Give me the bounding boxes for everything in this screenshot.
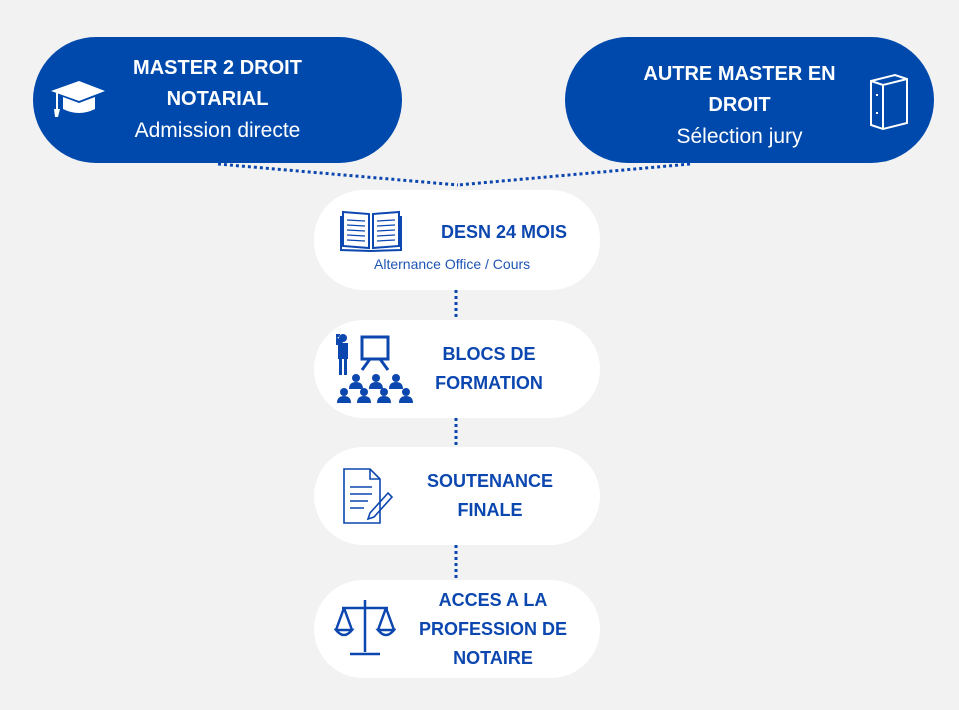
step-title: DESN 24 MOIS (440, 222, 568, 242)
graduation-cap-icon (51, 81, 105, 117)
open-book-icon (340, 210, 402, 252)
presentation-class-icon (336, 334, 413, 403)
entry-title: DROIT (708, 94, 771, 116)
step-title: SOUTENANCE (426, 471, 553, 491)
entry-subtitle: Sélection jury (676, 125, 803, 148)
entry-title: AUTRE MASTER EN (643, 63, 836, 85)
document-sign-icon (343, 468, 394, 524)
connector-right (457, 162, 691, 187)
step-desn: DESN 24 MOIS Alternance Office / Cours (314, 190, 600, 290)
step-title: FORMATION (435, 373, 543, 393)
step-soutenance: SOUTENANCE FINALE (314, 447, 600, 545)
step-acces-profession: ACCES A LA PROFESSION DE NOTAIRE (314, 580, 600, 678)
step-title: FINALE (457, 500, 523, 520)
step-title: NOTAIRE (453, 648, 533, 668)
entry-master2-notarial: MASTER 2 DROIT NOTARIAL Admission direct… (33, 37, 402, 163)
entry-subtitle: Admission directe (134, 119, 301, 142)
entry-title: MASTER 2 DROIT (133, 57, 302, 79)
step-blocs-formation: BLOCS DE FORMATION (314, 320, 600, 418)
step-title: ACCES A LA (438, 590, 548, 610)
book-icon (870, 73, 908, 131)
entry-title: NOTARIAL (166, 88, 269, 110)
step-subtitle: Alternance Office / Cours (374, 256, 531, 272)
step-title: BLOCS DE (442, 344, 536, 364)
connector-left (217, 162, 459, 187)
entry-autre-master: AUTRE MASTER EN DROIT Sélection jury (565, 37, 934, 163)
step-title: PROFESSION DE (418, 619, 568, 639)
scales-icon (334, 600, 396, 656)
